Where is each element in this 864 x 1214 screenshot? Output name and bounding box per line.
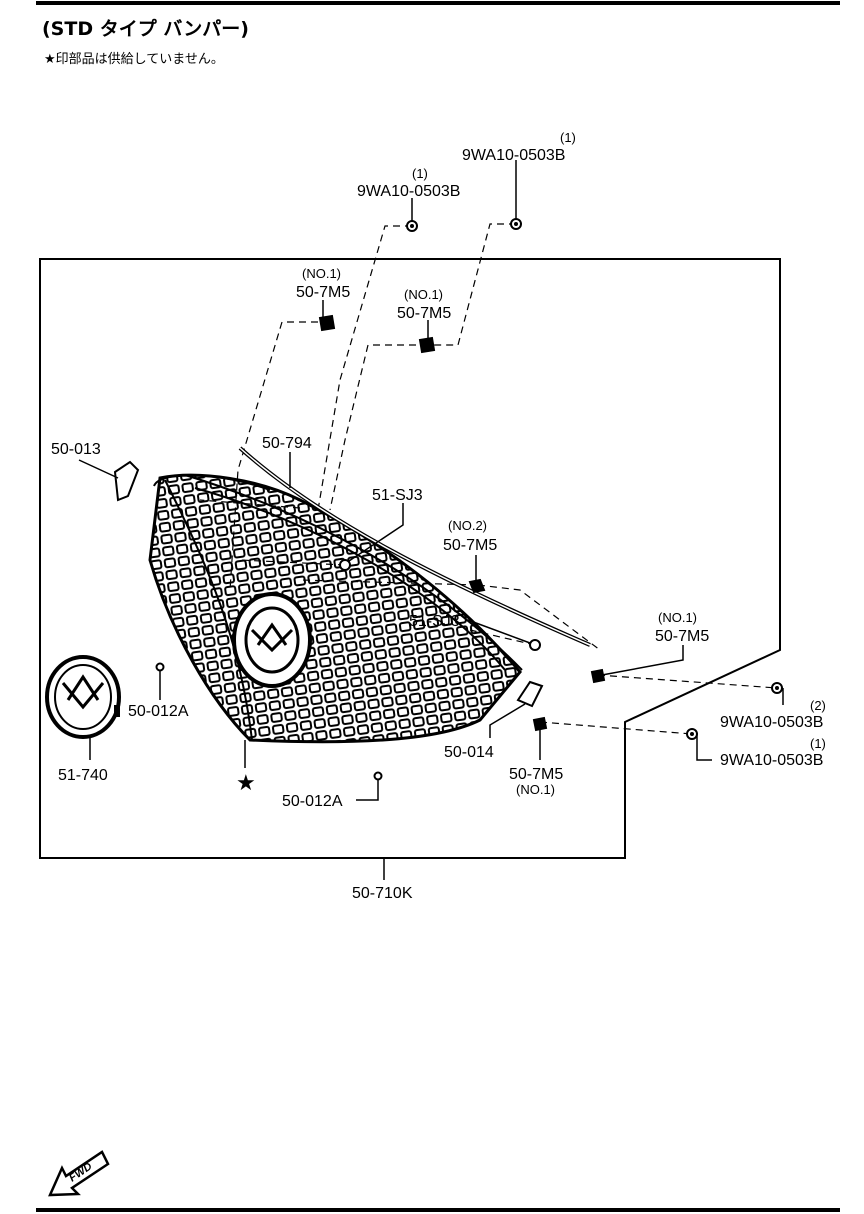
solid-leaders (78, 160, 784, 880)
svg-text:50-7M5: 50-7M5 (296, 284, 350, 301)
nut-left (155, 662, 165, 672)
clip-upper-left (318, 314, 336, 332)
svg-text:50-710K: 50-710K (352, 885, 413, 902)
grille-assembly (148, 473, 523, 744)
svg-text:(NO.2): (NO.2) (448, 518, 487, 533)
bottom-rule (36, 1208, 840, 1212)
hardware (155, 218, 783, 781)
svg-text:51-SJ3: 51-SJ3 (372, 487, 423, 504)
svg-text:(2): (2) (810, 698, 826, 713)
svg-text:50-013: 50-013 (51, 441, 101, 458)
clip-no2 (468, 578, 486, 594)
svg-text:(1): (1) (560, 130, 576, 145)
svg-text:9WA10-0503B: 9WA10-0503B (720, 752, 823, 769)
svg-text:(1): (1) (412, 166, 428, 181)
clip-upper-mid (418, 336, 436, 354)
assembly-outline (39, 258, 781, 859)
fastener-upper (339, 559, 351, 571)
emblem-mount (232, 592, 312, 688)
svg-text:(NO.1): (NO.1) (516, 782, 555, 797)
not-supplied-star: ★ (236, 771, 256, 796)
svg-text:51-SJ3: 51-SJ3 (409, 613, 460, 630)
bracket-right (516, 680, 544, 708)
page-title: (STD タイプ バンパー) (42, 17, 249, 40)
svg-text:9WA10-0503B: 9WA10-0503B (462, 147, 565, 164)
svg-text:50-7M5: 50-7M5 (655, 628, 709, 645)
svg-text:9WA10-0503B: 9WA10-0503B (720, 714, 823, 731)
fastener-lower (529, 639, 541, 651)
svg-text:9WA10-0503B: 9WA10-0503B (357, 183, 460, 200)
svg-text:(NO.1): (NO.1) (302, 266, 341, 281)
svg-text:50-7M5: 50-7M5 (443, 537, 497, 554)
svg-text:50-012A: 50-012A (282, 793, 343, 810)
svg-text:51-740: 51-740 (58, 767, 108, 784)
bracket-left (113, 460, 140, 502)
svg-text:50-7M5: 50-7M5 (397, 305, 451, 322)
svg-text:50-014: 50-014 (444, 744, 494, 761)
clip-bottom (532, 716, 548, 732)
svg-text:(NO.1): (NO.1) (404, 287, 443, 302)
callout-labels: (1) 9WA10-0503B (1) 9WA10-0503B (NO.1) 5… (51, 130, 826, 902)
clip-right (590, 668, 606, 684)
not-supplied-note: ★印部品は供給していません。 (44, 52, 224, 67)
svg-text:50-7M5: 50-7M5 (509, 766, 563, 783)
svg-text:50-794: 50-794 (262, 435, 312, 452)
svg-text:(NO.1): (NO.1) (658, 610, 697, 625)
fwd-arrow: FWD (48, 1150, 110, 1197)
emblem-badge (45, 655, 121, 739)
nut-bottom (373, 771, 383, 781)
top-rule (36, 1, 840, 5)
svg-text:(1): (1) (810, 736, 826, 751)
svg-text:50-012A: 50-012A (128, 703, 189, 720)
